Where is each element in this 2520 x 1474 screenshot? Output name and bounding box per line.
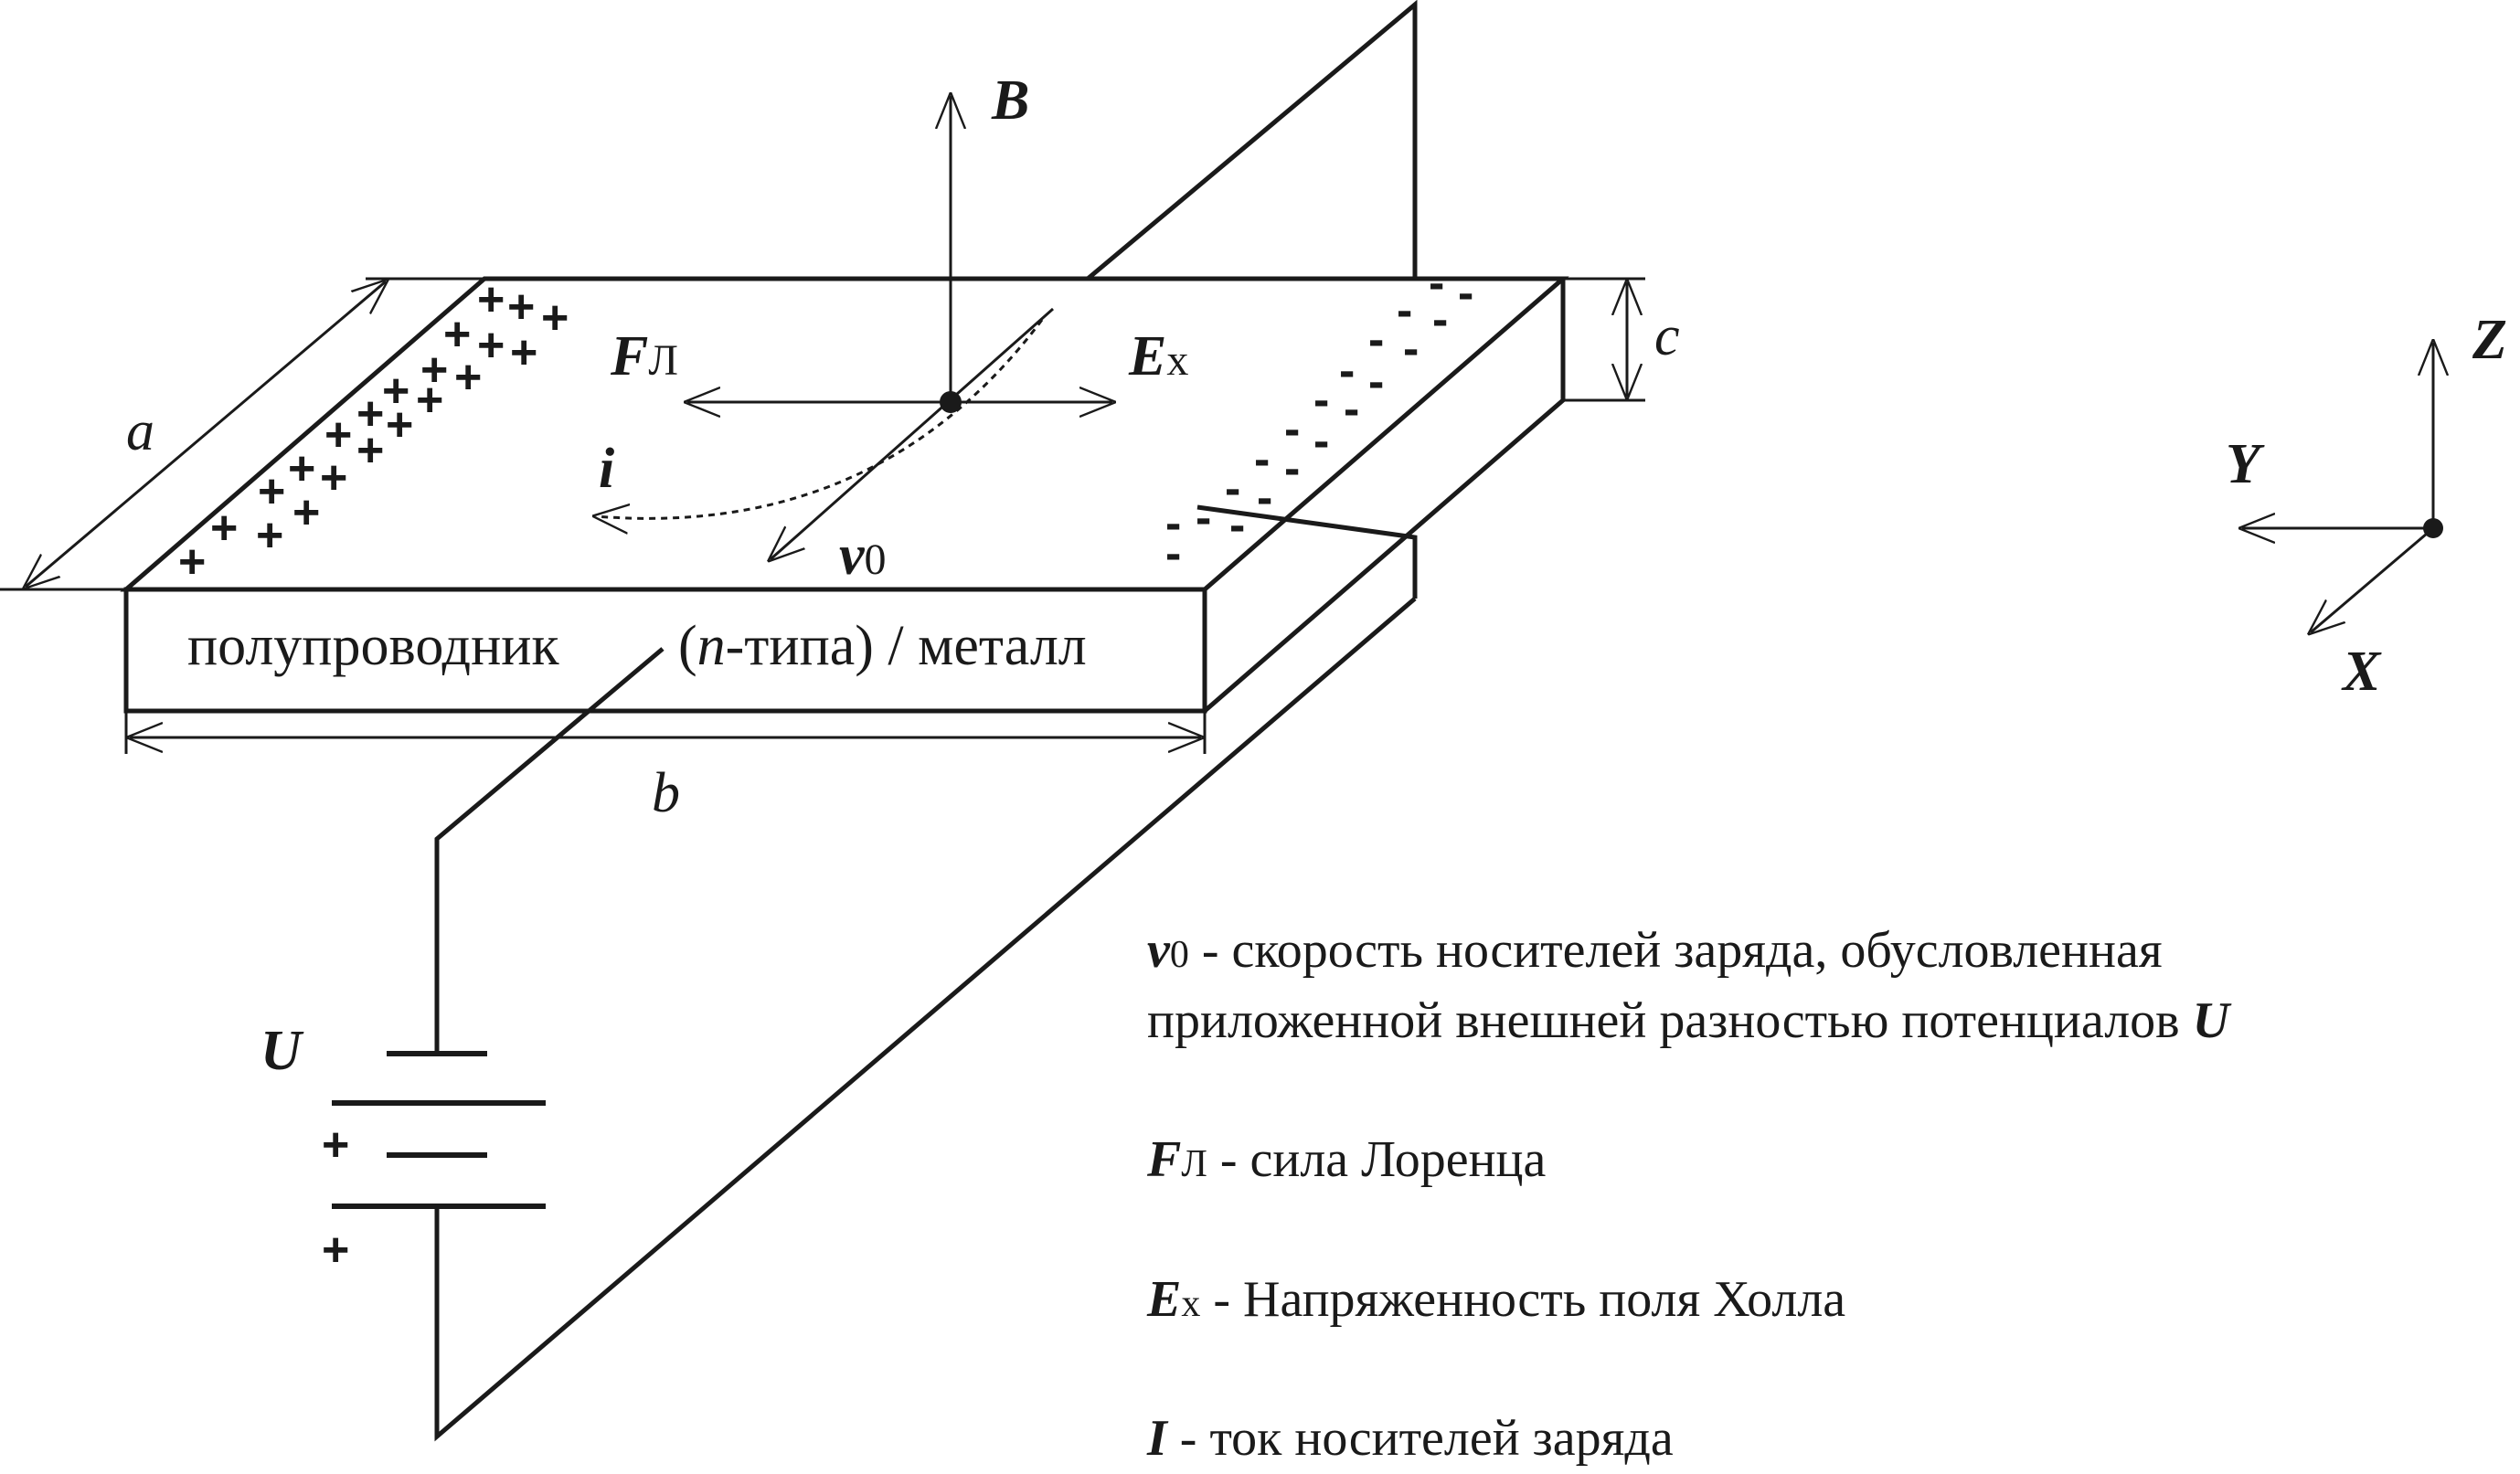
- vector-b-label: B: [991, 69, 1029, 132]
- dimension-c-label: c: [1654, 305, 1680, 367]
- plus-charge: +: [541, 292, 569, 345]
- vector-e-symbol: E: [1128, 325, 1166, 387]
- plus-charge: +: [443, 308, 471, 361]
- legend-i-text: - ток носителей заряда: [1167, 1410, 1674, 1467]
- axis-y-label: Y: [2226, 433, 2265, 495]
- minus-charge: -: [1257, 472, 1272, 525]
- battery-plus-1: +: [322, 1119, 349, 1172]
- minus-charge: -: [1368, 355, 1384, 408]
- legend-i: I - ток носителей заряда: [1146, 1410, 1674, 1467]
- minus-charge: -: [1165, 497, 1181, 550]
- plus-charge: +: [356, 387, 384, 440]
- legend-v0-symbol: v: [1147, 922, 1171, 979]
- legend-v0-text2: приложенной внешней разностью потенциало…: [1147, 992, 2193, 1049]
- body-label-paren: (: [678, 615, 697, 677]
- positive-charges: + + + + + + + + + + + + + + + + + + + + …: [178, 273, 569, 589]
- minus-charge: -: [1196, 492, 1211, 545]
- legend-i-symbol: I: [1146, 1410, 1169, 1467]
- vector-v0-arrow: [771, 307, 1054, 559]
- battery: [332, 1051, 546, 1209]
- vector-v0-label: v0: [839, 525, 887, 587]
- legend-e: Eх - Напряженность поля Холла: [1146, 1271, 1845, 1328]
- vector-f-label: FЛ: [610, 325, 678, 387]
- plus-charge: +: [507, 281, 535, 334]
- body-label: полупроводник (n-типа) / металл: [187, 615, 1087, 677]
- dimension-a-label: a: [126, 400, 154, 462]
- minus-charge: -: [1229, 499, 1245, 552]
- legend-f-sub: Л: [1181, 1143, 1207, 1185]
- minus-charge: -: [1313, 415, 1329, 468]
- legend-v0-line2: приложенной внешней разностью потенциало…: [1147, 992, 2232, 1049]
- plus-charge: +: [420, 344, 448, 397]
- minus-charge: -: [1339, 345, 1355, 398]
- plus-charge: +: [256, 509, 283, 562]
- plus-charge: +: [258, 465, 285, 518]
- plus-charge: +: [210, 502, 238, 555]
- body-label-part1: полупроводник: [187, 615, 559, 677]
- vector-e-label: Eх: [1128, 325, 1188, 387]
- vector-f-sub: Л: [648, 336, 678, 385]
- plus-charge: +: [477, 273, 505, 326]
- vector-e-sub: х: [1166, 336, 1188, 385]
- legend-v0-u: U: [2193, 992, 2232, 1049]
- plus-charge: +: [382, 365, 409, 418]
- battery-label: U: [261, 1020, 304, 1082]
- legend: v0 - скорость носителей заряда, обусловл…: [1146, 922, 2232, 1467]
- body-label-part2: -типа) / металл: [726, 615, 1087, 677]
- vector-v0-symbol: v: [839, 525, 866, 587]
- legend-e-text: - Напряженность поля Холла: [1200, 1271, 1845, 1328]
- minus-charge: -: [1397, 284, 1412, 337]
- plus-charge: +: [356, 424, 384, 477]
- origin-dot: [940, 391, 962, 413]
- vector-f-symbol: F: [610, 325, 648, 387]
- legend-f: FЛ - сила Лоренца: [1146, 1131, 1547, 1188]
- minus-charge: -: [1165, 527, 1181, 580]
- plus-charge: +: [178, 536, 206, 589]
- current-i-label: i: [599, 438, 614, 500]
- dimension-c: [1563, 277, 1645, 402]
- axis-z-label: Z: [2472, 309, 2507, 371]
- axis-x-label: X: [2341, 641, 2382, 703]
- negative-charges: - - - - - - - - - - - - - - - - - - - -: [1165, 257, 1473, 580]
- coordinate-axes: [2242, 343, 2443, 632]
- minus-charge: -: [1458, 267, 1473, 320]
- plus-charge: +: [477, 319, 505, 372]
- minus-charge: -: [1225, 462, 1240, 515]
- legend-f-symbol: F: [1146, 1131, 1181, 1188]
- legend-e-sub: х: [1181, 1283, 1200, 1325]
- circuit-wire: [434, 0, 1418, 1442]
- plus-charge: +: [288, 442, 315, 495]
- plus-charge: +: [510, 326, 537, 379]
- minus-charge: -: [1313, 374, 1329, 427]
- plus-charge: +: [386, 398, 413, 451]
- current-i-path: [596, 319, 1044, 518]
- dimension-a: [0, 279, 484, 589]
- minus-charge: -: [1284, 442, 1300, 495]
- plus-charge: +: [324, 408, 352, 461]
- minus-charge: -: [1284, 403, 1300, 456]
- minus-charge: -: [1432, 293, 1448, 346]
- plus-charge: +: [320, 451, 347, 504]
- minus-charge: -: [1429, 257, 1444, 310]
- vector-v0-sub: 0: [865, 536, 887, 584]
- plus-charge: +: [416, 374, 443, 427]
- legend-v0-line1: v0 - скорость носителей заряда, обусловл…: [1147, 922, 2163, 979]
- dimension-b-label: b: [652, 762, 680, 824]
- minus-charge: -: [1344, 383, 1359, 436]
- body-label-n: n: [697, 615, 726, 677]
- battery-plus-2: +: [322, 1224, 349, 1277]
- legend-v0-text: - скорость носителей заряда, обусловленн…: [1189, 922, 2163, 979]
- legend-v0-sub: 0: [1170, 934, 1189, 976]
- minus-charge: -: [1254, 433, 1270, 486]
- legend-e-symbol: E: [1146, 1271, 1181, 1328]
- legend-f-text: - сила Лоренца: [1207, 1131, 1547, 1188]
- minus-charge: -: [1403, 323, 1419, 376]
- dimension-b: [124, 711, 1207, 754]
- minus-charge: -: [1368, 313, 1384, 366]
- plus-charge: +: [292, 486, 320, 539]
- plus-charge: +: [454, 351, 482, 404]
